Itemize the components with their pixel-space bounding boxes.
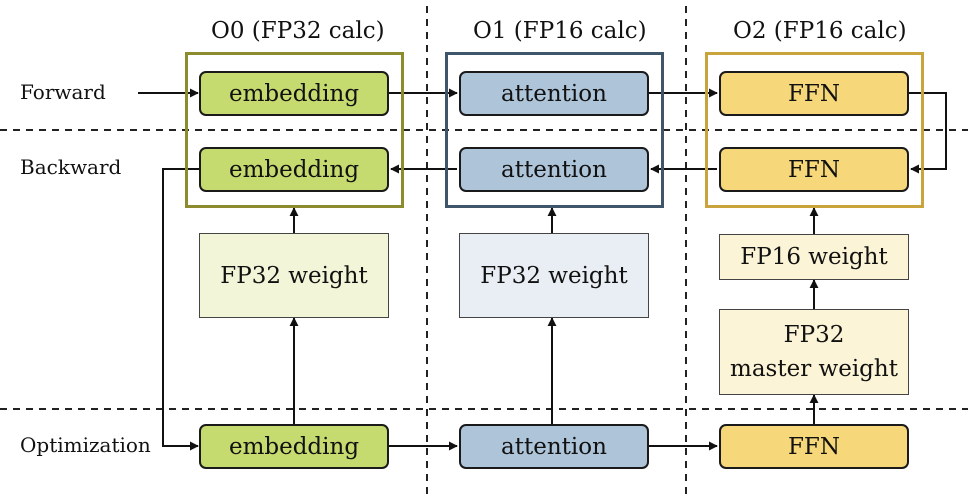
optimization-ffn-block: FFN [719,424,909,469]
o2-fp32-master-weight: FP32 master weight [719,309,909,395]
o2-master-weight-line2: master weight [730,356,898,382]
optimization-embedding-block: embedding [199,424,389,469]
frame-o0 [185,52,404,208]
arrow-forward-to-backward [908,92,947,174]
backward-attention-block: attention [459,147,649,192]
forward-embedding-block: embedding [199,71,389,116]
o0-fp32-weight: FP32 weight [199,233,389,318]
forward-attention-block: attention [459,71,649,116]
backward-ffn-block: FFN [719,147,909,192]
row-label-optimization: Optimization [20,433,151,457]
frame-o2 [705,52,924,208]
o2-fp16-weight: FP16 weight [719,234,909,280]
row-label-backward: Backward [20,155,122,179]
o2-master-weight-line1: FP32 [783,322,845,348]
optimization-attention-block: attention [459,424,649,469]
row-label-forward: Forward [20,80,106,104]
backward-embedding-block: embedding [199,147,389,192]
header-o2: O2 (FP16 calc) [733,18,907,44]
header-o0: O0 (FP32 calc) [211,18,385,44]
separators [0,6,968,496]
forward-ffn-block: FFN [719,71,909,116]
o1-fp32-weight: FP32 weight [459,233,649,318]
frame-o1 [445,52,664,208]
header-o1: O1 (FP16 calc) [473,18,647,44]
arrow-backward-to-optimization [162,168,199,451]
